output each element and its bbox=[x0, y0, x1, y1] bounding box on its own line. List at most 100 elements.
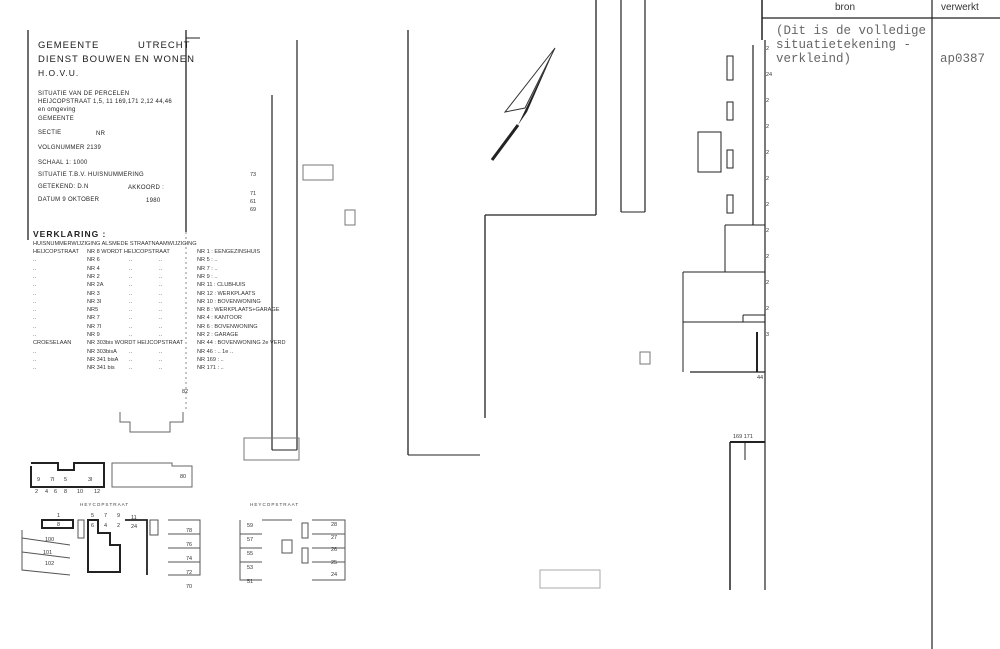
house-number: 4 bbox=[45, 489, 49, 495]
house-number: 2 bbox=[766, 124, 770, 130]
house-number: 74 bbox=[186, 556, 193, 562]
verklaring-a: .. bbox=[129, 348, 133, 355]
house-number: 3I bbox=[88, 477, 93, 483]
house-number: 55 bbox=[247, 551, 254, 557]
verklaring-old: NR 6 bbox=[87, 257, 100, 264]
house-number: 5 bbox=[91, 513, 95, 519]
verklaring-new: NR 46 : .. 1e .. bbox=[197, 348, 234, 355]
house-number: 71 bbox=[250, 191, 257, 197]
house-number: 2 bbox=[766, 202, 770, 208]
verklaring-b: .. bbox=[159, 257, 163, 264]
situatie-tbv-label: SITUATIE T.B.V. HUISNUMMERING bbox=[38, 172, 144, 178]
verklaring-a: .. bbox=[129, 332, 133, 338]
house-number: 2 bbox=[766, 228, 770, 234]
street-name: HEYCOPSTRAAT bbox=[250, 502, 300, 507]
house-number: 72 bbox=[186, 570, 193, 576]
verklaring-street: HEIJCOPSTRAAT bbox=[33, 249, 79, 255]
house-number: 53 bbox=[247, 565, 254, 571]
verklaring-new: NR 5 : .. bbox=[197, 257, 218, 264]
verklaring-old: NR 3I bbox=[87, 298, 102, 305]
house-number: 12 bbox=[94, 489, 101, 495]
house-number: 2 bbox=[35, 489, 39, 495]
house-number: 102 bbox=[45, 561, 55, 567]
house-number: 28 bbox=[331, 522, 338, 528]
house-number: 101 bbox=[43, 550, 53, 556]
house-number: 2 bbox=[766, 150, 770, 156]
verklaring-new: NR 171 : .. bbox=[197, 365, 224, 372]
verklaring-b: .. bbox=[159, 356, 163, 363]
akkoord-label: AKKOORD : bbox=[128, 185, 165, 191]
house-number: 2 bbox=[117, 523, 121, 529]
verklaring-b: .. bbox=[159, 265, 163, 272]
verklaring-street: .. bbox=[33, 257, 37, 264]
verklaring-street: .. bbox=[33, 332, 37, 338]
verklaring-a: .. bbox=[129, 265, 133, 272]
getekend-label: GETEKEND: D.N bbox=[38, 184, 89, 190]
verklaring-street: .. bbox=[33, 273, 37, 280]
house-number: 1 bbox=[57, 513, 61, 519]
verklaring-street: .. bbox=[33, 315, 37, 322]
sectie-label: SECTIE bbox=[38, 130, 62, 136]
house-number: 70 bbox=[186, 584, 193, 590]
house-number: 169 171 bbox=[733, 434, 753, 440]
house-number: 2 bbox=[766, 176, 770, 182]
house-number: 8 bbox=[64, 489, 68, 495]
situatie-label: SITUATIE VAN DE PERCELEN bbox=[38, 91, 130, 97]
verklaring-a: .. bbox=[129, 273, 133, 280]
verklaring-street: .. bbox=[33, 356, 37, 363]
verklaring-old: NR 3 bbox=[87, 290, 100, 297]
verklaring-street: .. bbox=[33, 290, 37, 297]
department-label: DIENST BOUWEN EN WONEN bbox=[38, 54, 195, 65]
verklaring-street: .. bbox=[33, 282, 37, 289]
house-number: 2 bbox=[766, 306, 770, 312]
address-label: HEIJCOPSTRAAT 1,5, 11 169,171 2,12 44,46 bbox=[38, 99, 173, 105]
house-number: 6 bbox=[91, 523, 95, 529]
verklaring-new: NR 8 : WERKPLAATS+GARAGE bbox=[197, 307, 280, 314]
gemeente-label: GEMEENTE bbox=[38, 116, 75, 122]
datum-label: DATUM 9 OKTOBER bbox=[38, 197, 100, 203]
verklaring-b: .. bbox=[159, 365, 163, 372]
verklaring-b: .. bbox=[159, 307, 163, 314]
verklaring-subtitle: HUISNUMMERWIJZIGING ALSMEDE STRAATNAAMWI… bbox=[33, 241, 197, 247]
bron-note-line: verkleind) bbox=[776, 52, 852, 66]
verklaring-a: .. bbox=[129, 290, 133, 297]
verklaring-a: .. bbox=[129, 323, 133, 330]
verklaring-a: .. bbox=[129, 365, 133, 372]
verwerkt-code: ap0387 bbox=[940, 52, 986, 66]
house-number: 8 bbox=[57, 522, 61, 528]
verklaring-b: .. bbox=[159, 282, 163, 289]
city-label: UTRECHT bbox=[138, 40, 191, 51]
verklaring-new: NR 6 : BOVENWONING bbox=[197, 323, 258, 330]
house-number: 27 bbox=[331, 534, 338, 541]
house-number: 6 bbox=[54, 489, 58, 495]
house-number: 5 bbox=[64, 477, 68, 483]
house-number: 61 bbox=[250, 199, 257, 205]
verklaring-new: NR 169 : .. bbox=[197, 356, 224, 363]
verklaring-street: .. bbox=[33, 348, 37, 355]
house-number: 2 bbox=[766, 254, 770, 260]
column-header-bron: bron bbox=[835, 2, 856, 13]
verklaring-a: .. bbox=[129, 257, 133, 264]
house-number: 9 bbox=[37, 477, 41, 483]
verklaring-a: .. bbox=[129, 315, 133, 322]
verklaring-new: NR 4 : KANTOOR bbox=[197, 315, 242, 322]
house-number: 24 bbox=[131, 524, 138, 530]
house-number: 4 bbox=[104, 523, 108, 529]
verklaring-old: NR 303bisA bbox=[87, 348, 117, 355]
verklaring-new: NR 11 : CLUBHUIS bbox=[197, 282, 246, 289]
house-number: 76 bbox=[186, 542, 193, 548]
house-number: 69 bbox=[250, 207, 257, 213]
schaal-label: SCHAAL 1: 1000 bbox=[38, 160, 88, 166]
house-number: 24 bbox=[331, 572, 338, 578]
verklaring-street: CROESELAAN bbox=[33, 340, 72, 347]
verklaring-old: NR 2A bbox=[87, 282, 104, 289]
verklaring-street: .. bbox=[33, 298, 37, 305]
house-number: 9 bbox=[117, 513, 121, 519]
house-number: 80 bbox=[180, 474, 187, 480]
house-number: 25 bbox=[331, 559, 338, 566]
verklaring-b: .. bbox=[159, 323, 163, 330]
verklaring-b: .. bbox=[159, 315, 163, 322]
verklaring-a: .. bbox=[129, 356, 133, 363]
house-number: 24 bbox=[766, 72, 773, 78]
verklaring-a: .. bbox=[129, 282, 133, 289]
